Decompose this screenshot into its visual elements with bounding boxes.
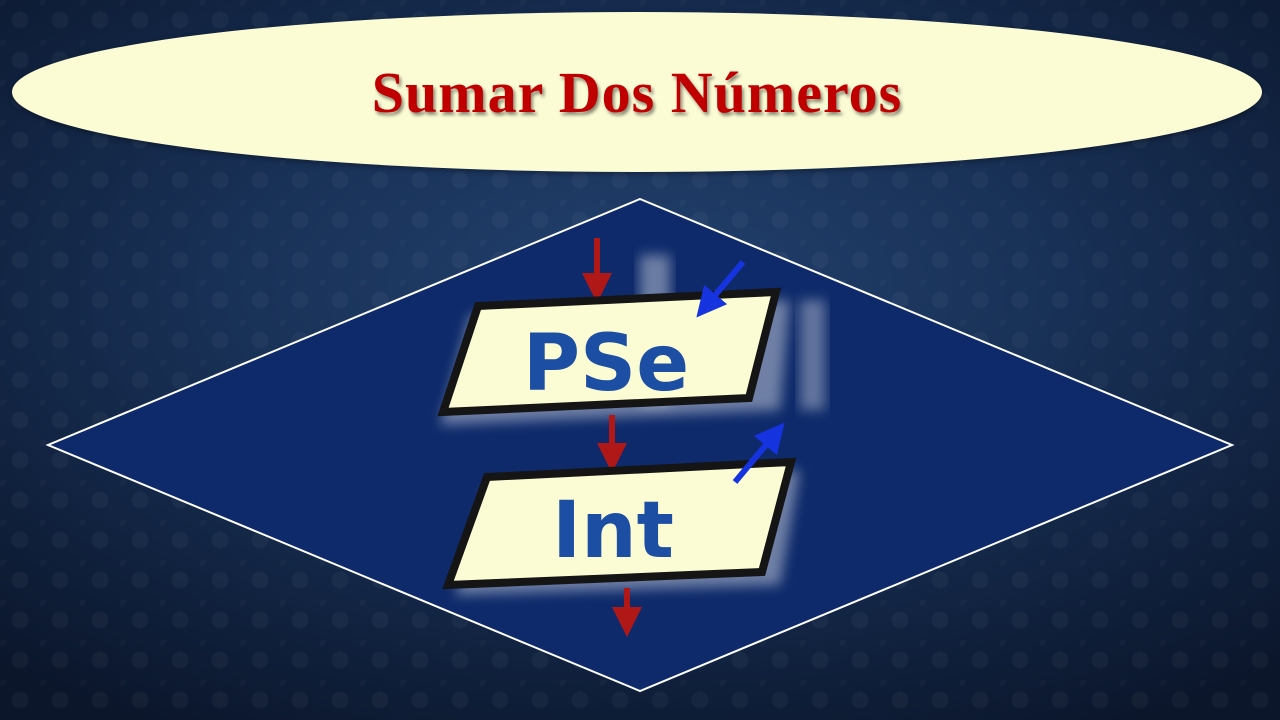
input-box-top bbox=[437, 287, 782, 417]
decision-diamond bbox=[45, 197, 1235, 693]
pseint-logo: PSe Int bbox=[437, 238, 825, 637]
logo-text-int: Int bbox=[552, 486, 674, 576]
title-banner bbox=[12, 12, 1262, 172]
output-box-bottom bbox=[442, 457, 797, 590]
page-title: Sumar Dos Números bbox=[371, 59, 903, 125]
logo-text-pse: PSe bbox=[523, 319, 689, 409]
io-arrow-in bbox=[696, 260, 746, 318]
io-arrow-out bbox=[732, 422, 785, 484]
